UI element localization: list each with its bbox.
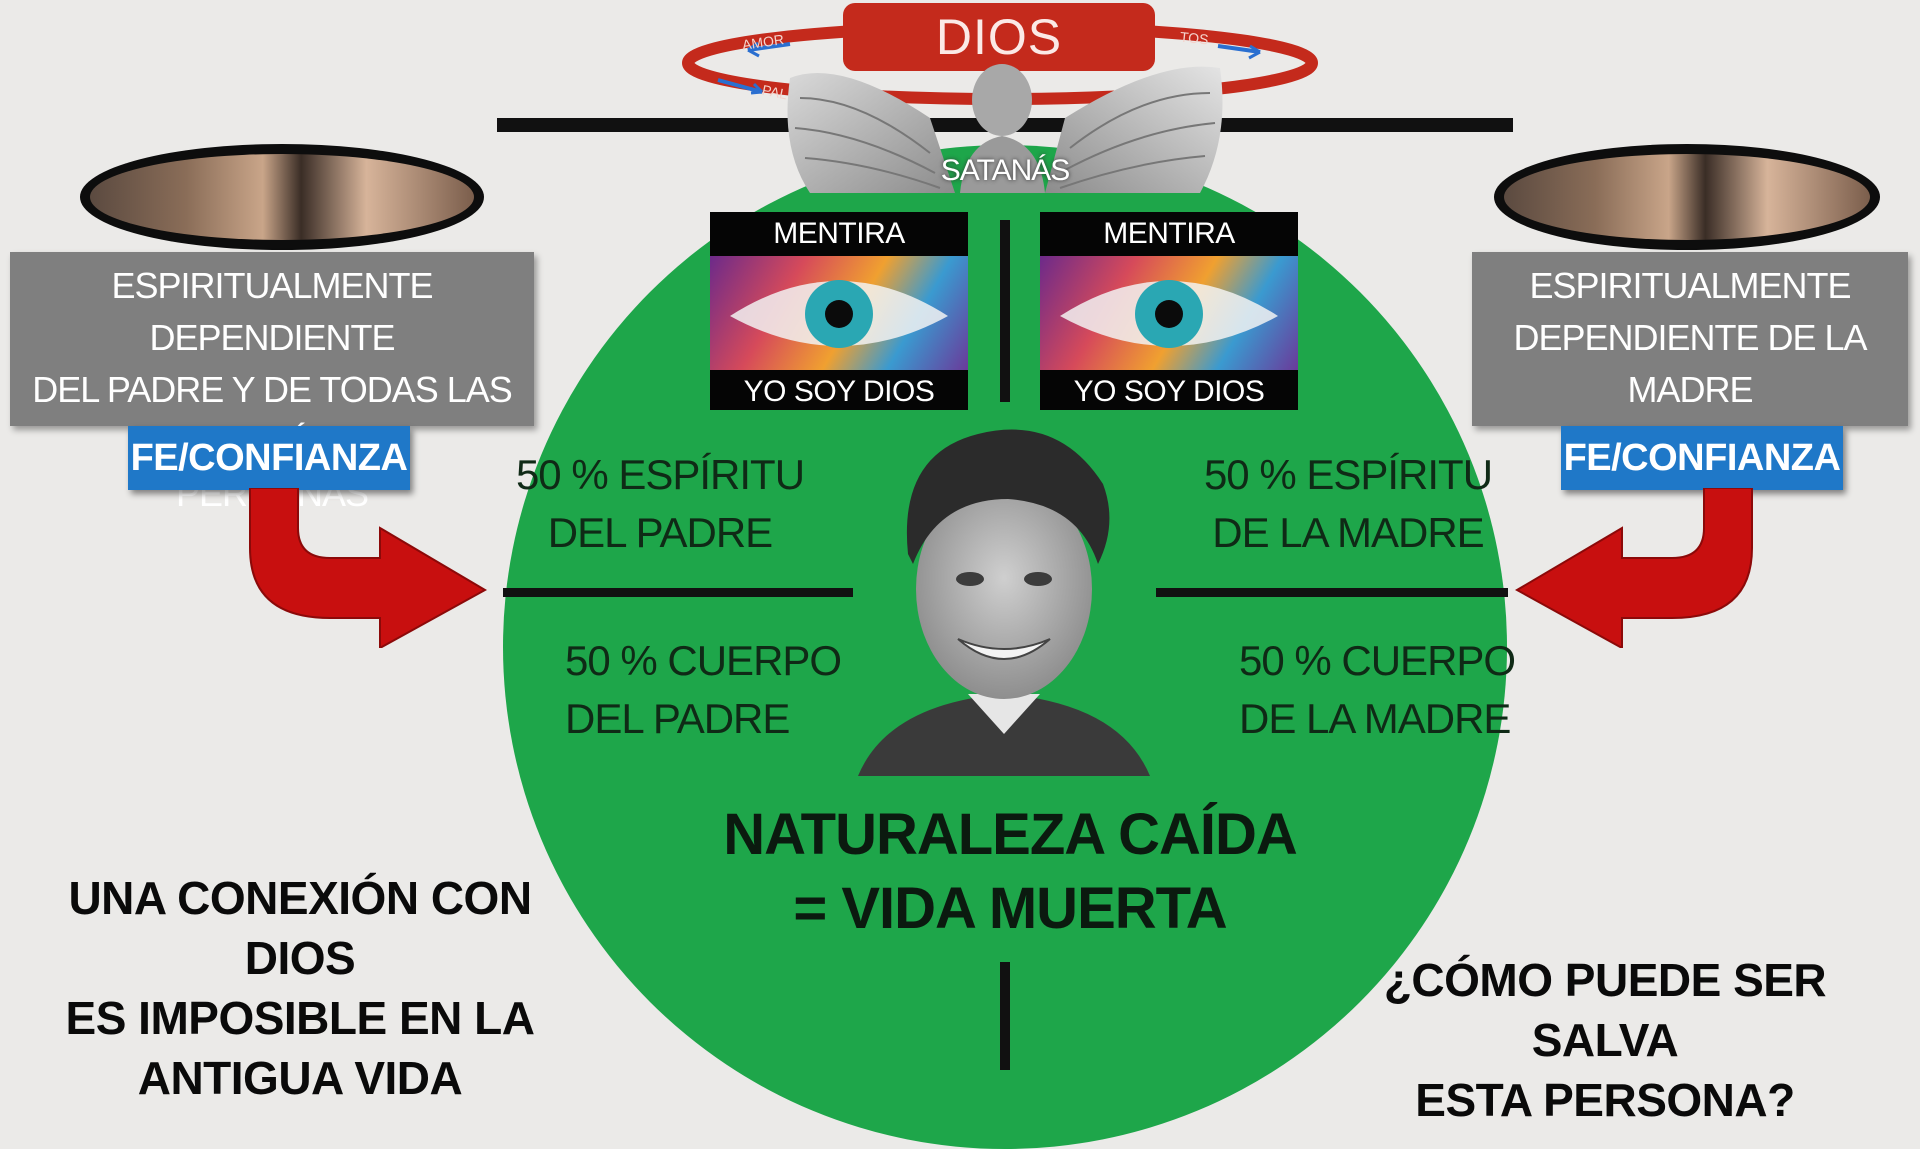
right-family-photo: [1494, 144, 1880, 250]
impossible-connection-text: UNA CONEXIÓN CON DIOS ES IMPOSIBLE EN LA…: [10, 868, 590, 1108]
fallen-nature-line2: = VIDA MUERTA: [793, 876, 1227, 941]
impossible-connection-line3: ANTIGUA VIDA: [137, 1052, 463, 1104]
quadrant-top-right-line2: DE LA MADRE: [1212, 509, 1484, 556]
left-faith-trust-button[interactable]: FE/CONFIANZA: [128, 426, 410, 490]
satan-label: SATANÁS: [940, 154, 1071, 187]
quadrant-top-left: 50 % ESPÍRITU DEL PADRE: [510, 446, 810, 562]
person-portrait-image: [858, 429, 1150, 776]
lie-panel-right-top: MENTIRA: [1103, 217, 1235, 250]
quadrant-bottom-right-line1: 50 % CUERPO: [1239, 637, 1516, 684]
dios-banner: DIOS: [843, 3, 1155, 71]
left-dependency-box: ESPIRITUALMENTE DEPENDIENTE DEL PADRE Y …: [10, 252, 534, 514]
right-faith-trust-button[interactable]: FE/CONFIANZA: [1561, 426, 1843, 490]
impossible-connection-line1: UNA CONEXIÓN CON DIOS: [68, 872, 532, 984]
fallen-nature-text: NATURALEZA CAÍDA = VIDA MUERTA: [720, 798, 1300, 946]
satan-statue-image: [787, 64, 1223, 193]
lie-panel-left: MENTIRA YO SOY DIOS: [710, 212, 968, 410]
quadrant-bottom-right-line2: DE LA MADRE: [1239, 695, 1511, 742]
quadrant-bottom-left: 50 % CUERPO DEL PADRE: [545, 632, 865, 748]
salvation-question-text: ¿CÓMO PUEDE SER SALVA ESTA PERSONA?: [1310, 950, 1900, 1130]
ring-label-tos: TOS: [1179, 28, 1210, 48]
salvation-question-line2: ESTA PERSONA?: [1415, 1074, 1795, 1126]
bottom-vertical-divider: [1000, 962, 1010, 1070]
quadrant-top-right: 50 % ESPÍRITU DE LA MADRE: [1198, 446, 1498, 562]
quadrant-top-left-line2: DEL PADRE: [547, 509, 773, 556]
quadrant-top-right-line1: 50 % ESPÍRITU: [1203, 451, 1493, 498]
right-red-arrow-icon: [1514, 488, 1753, 648]
eye-image: [1040, 256, 1298, 370]
impossible-connection-line2: ES IMPOSIBLE EN LA: [65, 992, 535, 1044]
right-dependency-line1: ESPIRITUALMENTE: [1529, 265, 1851, 306]
top-vertical-divider: [1000, 220, 1010, 402]
eye-image: [710, 256, 968, 370]
right-horizontal-divider: [1156, 588, 1508, 597]
lie-panel-right-bottom: YO SOY DIOS: [1073, 375, 1265, 408]
quadrant-bottom-left-line2: DEL PADRE: [565, 695, 790, 742]
left-horizontal-divider: [503, 588, 853, 597]
left-family-photo: [80, 144, 484, 250]
quadrant-bottom-left-line1: 50 % CUERPO: [565, 637, 842, 684]
left-dependency-line1: ESPIRITUALMENTE DEPENDIENTE: [111, 265, 433, 358]
right-dependency-line2: DEPENDIENTE DE LA MADRE: [1513, 317, 1867, 410]
right-dependency-box: ESPIRITUALMENTE DEPENDIENTE DE LA MADRE …: [1472, 252, 1908, 462]
salvation-question-line1: ¿CÓMO PUEDE SER SALVA: [1383, 954, 1827, 1066]
quadrant-top-left-line1: 50 % ESPÍRITU: [515, 451, 805, 498]
lie-panel-left-bottom: YO SOY DIOS: [743, 375, 935, 408]
lie-panel-left-top: MENTIRA: [773, 217, 905, 250]
lie-panel-right: MENTIRA YO SOY DIOS: [1040, 212, 1298, 410]
quadrant-bottom-right: 50 % CUERPO DE LA MADRE: [1195, 632, 1539, 748]
left-red-arrow-icon: [249, 488, 488, 648]
fallen-nature-line1: NATURALEZA CAÍDA: [723, 802, 1298, 867]
